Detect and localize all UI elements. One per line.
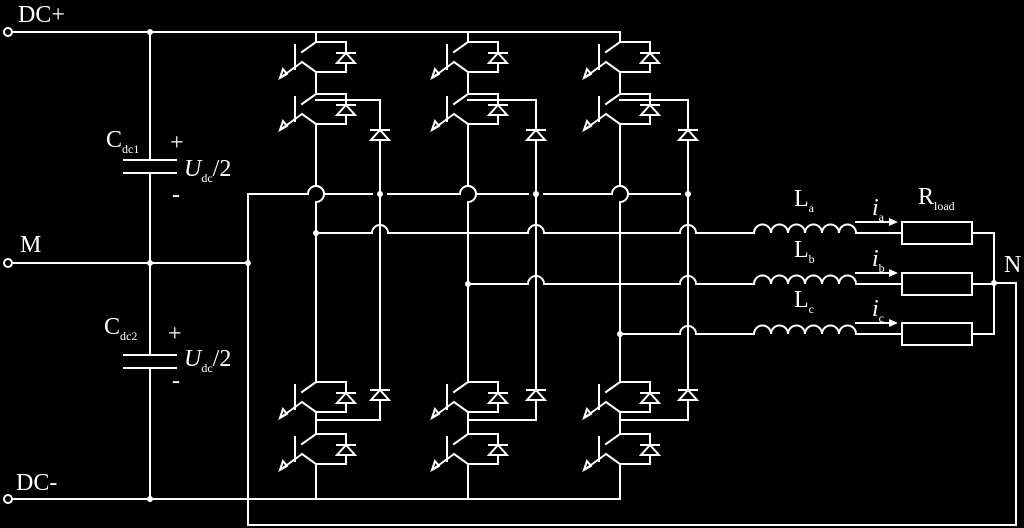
clamp-link-a [315,99,381,421]
igbt-switch-a1 [279,31,356,79]
igbt-switch-b3 [431,371,508,419]
leg-wire-c [619,77,629,500]
igbt-switch-c3 [583,371,660,419]
igbt-switch-c1 [583,31,660,79]
cap1-name: Cdc1 [106,127,139,156]
igbt-switch-b1 [431,31,508,79]
igbt-switch-c2 [583,83,660,131]
leg-wire-a [315,77,325,500]
inductor-lb-label: Lb [794,237,815,266]
junction-dots [147,29,997,502]
phase-leg-b [431,31,546,500]
cap1-minus: - [172,182,180,208]
cap2-name: Cdc2 [104,314,137,343]
current-arrows [855,218,898,327]
load-resistors [901,221,995,346]
load-label: Rload [918,184,955,213]
cap1-voltage: Udc/2 [184,156,231,185]
inductor-lc [752,324,903,336]
clamp-diode-b2 [526,381,546,409]
dc-minus-label: DC- [16,470,57,496]
midpoint-terminal [3,258,13,268]
clamp-link-c [619,99,689,421]
phase-leg-a [279,31,390,500]
phase-leg-c [583,31,698,500]
inductor-la-label: La [794,186,815,215]
capacitor-cdc2 [123,354,177,369]
inductor-lb [752,274,903,286]
inductor-la [752,223,903,235]
clamp-link-b [467,99,537,421]
cap2-plus: + [168,321,182,347]
igbt-switch-a4 [279,423,356,471]
cap1-plus: + [170,130,184,156]
clamp-diode-c1 [678,121,698,149]
cap2-minus: - [172,368,180,394]
clamp-diode-a1 [370,121,390,149]
clamp-wiring [305,99,689,421]
dc-bus-wiring [7,31,1017,526]
terminals [3,27,13,504]
clamp-diode-c2 [678,381,698,409]
clamp-diode-b1 [526,121,546,149]
midpoint-label: M [20,232,41,258]
igbt-switch-a3 [279,371,356,419]
leg-wire-b [467,77,477,500]
cap2-voltage: Udc/2 [184,346,231,375]
clamp-diode-a2 [370,381,390,409]
dc-minus-terminal [3,494,13,504]
igbt-switch-b4 [431,423,508,471]
capacitor-cdc1 [123,159,177,174]
switching-legs [279,31,698,500]
igbt-switch-a2 [279,83,356,131]
neutral-label: N [1004,252,1021,278]
phase-output-wiring [315,224,755,335]
inductor-lc-label: Lc [794,287,814,316]
igbt-switch-c4 [583,423,660,471]
dc-plus-label: DC+ [18,2,65,28]
current-ia-label: ia [872,195,885,224]
current-ib-label: ib [872,246,885,275]
current-ic-label: ic [872,296,884,325]
igbt-switch-b2 [431,83,508,131]
dc-plus-terminal [3,27,13,37]
